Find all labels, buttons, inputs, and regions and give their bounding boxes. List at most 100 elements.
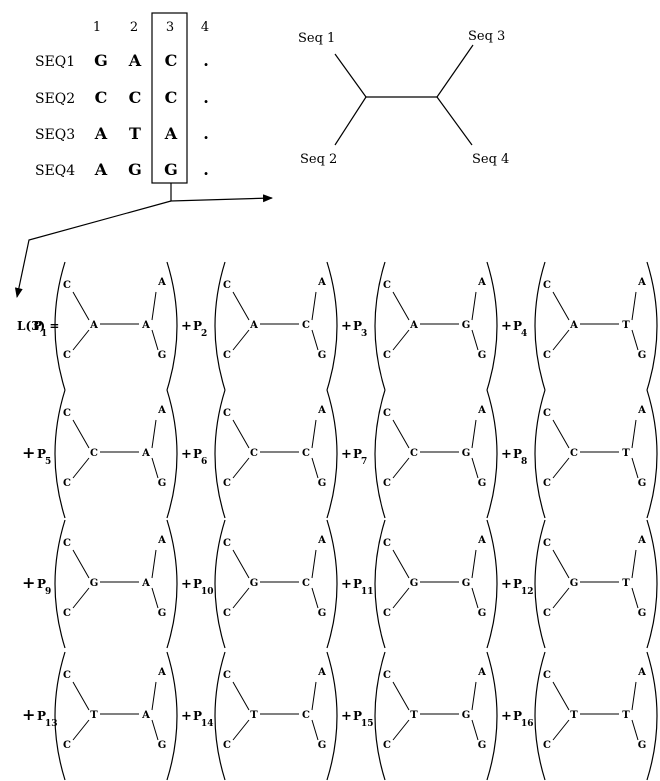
probability-symbol: P — [37, 577, 46, 591]
plus-sign: + — [341, 577, 352, 592]
internal-node-label: C — [302, 710, 310, 721]
left-bracket — [374, 261, 386, 391]
internal-node-label: A — [141, 448, 150, 459]
tree-branch — [631, 457, 639, 479]
leaf-label: C — [543, 408, 551, 419]
internal-node-label: A — [409, 320, 418, 331]
tree-branch — [72, 419, 90, 449]
tree-branch — [552, 587, 570, 609]
sequence-name: SEQ4 — [35, 163, 75, 179]
tree-branch — [232, 587, 250, 609]
leaf-label: A — [157, 667, 166, 678]
leaf-label: C — [543, 280, 551, 291]
right-bracket — [486, 519, 498, 649]
probability-symbol: P — [353, 709, 362, 723]
probability-subscript: 10 — [201, 587, 214, 597]
base: . — [203, 160, 209, 179]
internal-node-label: C — [570, 448, 578, 459]
internal-node-label: A — [569, 320, 578, 331]
probability-subscript: 8 — [521, 457, 527, 467]
plus-sign: + — [501, 577, 512, 592]
probability-symbol: P — [37, 447, 46, 461]
leaf-label: G — [478, 350, 487, 361]
leaf-label: C — [63, 350, 71, 361]
leaf-label: G — [318, 350, 327, 361]
leaf-label: A — [157, 277, 166, 288]
leaf-label: C — [63, 408, 71, 419]
tree-branch — [311, 419, 317, 449]
sequence-name: SEQ1 — [35, 54, 75, 70]
tree-branch — [72, 587, 90, 609]
leaf-label: G — [638, 740, 647, 751]
probability-symbol: P — [193, 709, 202, 723]
plus-sign: + — [181, 319, 192, 334]
internal-node-label: T — [570, 710, 578, 721]
leaf-label: C — [63, 740, 71, 751]
tree-branch — [471, 549, 477, 579]
tree-branch — [631, 719, 639, 741]
tree-branch — [334, 96, 367, 146]
base: A — [94, 160, 108, 179]
probability-subscript: 11 — [361, 587, 374, 597]
internal-node-label: T — [250, 710, 258, 721]
internal-node-label: T — [410, 710, 418, 721]
leaf-label: C — [543, 670, 551, 681]
left-bracket — [534, 519, 546, 649]
leaf-label: A — [637, 667, 646, 678]
tree-branch — [392, 681, 410, 711]
base: C — [165, 51, 178, 70]
leaf-label: A — [637, 535, 646, 546]
tree-branch — [311, 681, 317, 711]
probability-subscript: 12 — [521, 587, 534, 597]
tree-branch — [436, 44, 474, 98]
pointer-arrow-to-tree — [170, 183, 273, 203]
tree-leaf-label: Seq 4 — [472, 152, 509, 167]
leaf-label: C — [223, 478, 231, 489]
tree-branch — [151, 329, 159, 351]
right-bracket — [646, 389, 658, 519]
tree-branch — [72, 329, 90, 351]
tree-branch — [552, 419, 570, 449]
tree-branch — [471, 719, 479, 741]
leaf-label: C — [543, 740, 551, 751]
leaf-label: C — [63, 670, 71, 681]
tree-branch — [552, 549, 570, 579]
right-bracket — [166, 519, 178, 649]
internal-node-label: C — [302, 578, 310, 589]
column-number: 3 — [166, 20, 174, 35]
base: . — [203, 88, 209, 107]
plus-sign: + — [22, 573, 35, 592]
leaf-label: G — [478, 740, 487, 751]
column-highlight-box — [151, 12, 188, 184]
tree-branch — [151, 719, 159, 741]
leaf-label: G — [158, 608, 167, 619]
internal-node-label: G — [570, 578, 579, 589]
leaf-label: G — [158, 350, 167, 361]
internal-node-label: A — [141, 320, 150, 331]
leaf-label: G — [638, 608, 647, 619]
leaf-label: C — [383, 408, 391, 419]
internal-node-label: G — [462, 578, 471, 589]
internal-node-label: T — [90, 710, 98, 721]
leaf-label: A — [637, 277, 646, 288]
left-bracket — [534, 261, 546, 391]
probability-subscript: 5 — [45, 457, 51, 467]
probability-subscript: 14 — [201, 719, 214, 729]
plus-sign: + — [22, 443, 35, 462]
right-bracket — [646, 651, 658, 781]
internal-node-label: C — [410, 448, 418, 459]
plus-sign: + — [341, 709, 352, 724]
probability-symbol: P — [513, 709, 522, 723]
tree-branch — [151, 457, 159, 479]
leaf-label: C — [383, 538, 391, 549]
tree-branch — [72, 681, 90, 711]
probability-symbol: P — [513, 447, 522, 461]
left-bracket — [214, 519, 226, 649]
leaf-label: C — [63, 538, 71, 549]
unrooted-tree: Seq 1 Seq 2 Seq 3 Seq 4 — [298, 29, 509, 167]
tree-branch — [151, 587, 159, 609]
leaf-label: G — [638, 350, 647, 361]
tree-leaf-label: Seq 1 — [298, 31, 335, 46]
probability-subscript: 4 — [521, 329, 527, 339]
